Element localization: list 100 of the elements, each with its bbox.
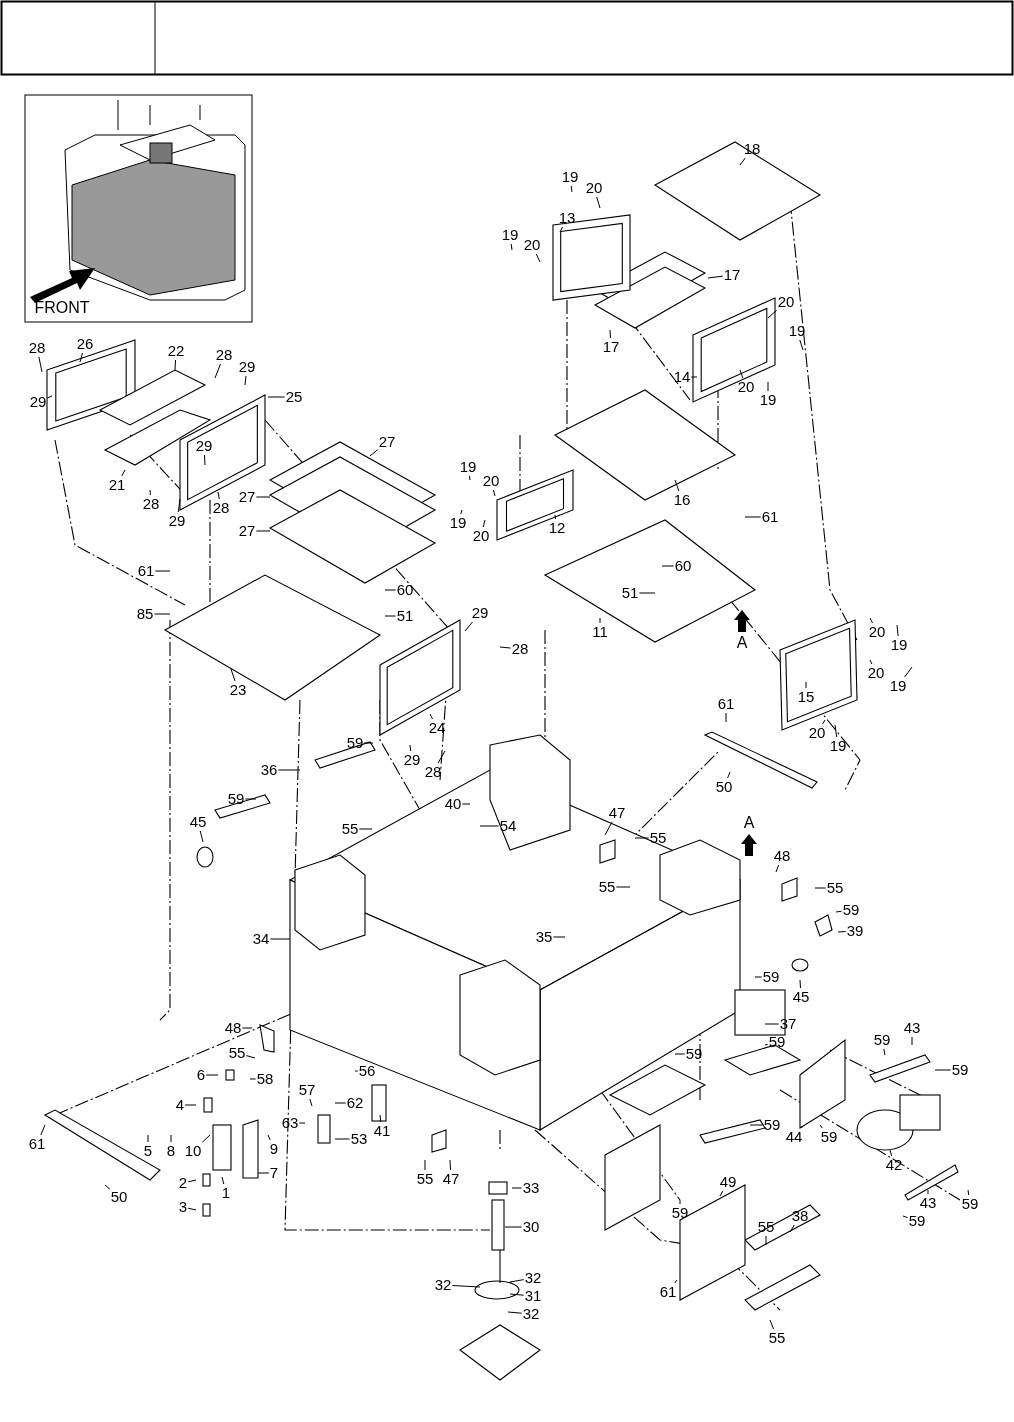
callout-number: 62 bbox=[346, 1095, 364, 1111]
leader-line bbox=[883, 1048, 886, 1056]
leader-line bbox=[499, 646, 512, 649]
leader-line bbox=[834, 724, 838, 738]
leader-line bbox=[334, 1138, 351, 1140]
leader-line bbox=[149, 489, 151, 496]
callout-number: 28 bbox=[142, 496, 160, 512]
leader-line bbox=[764, 1043, 769, 1046]
callout-number: 38 bbox=[791, 1208, 809, 1224]
leader-line bbox=[869, 659, 873, 665]
leader-line bbox=[154, 570, 171, 572]
callout-number: 55 bbox=[826, 880, 844, 896]
leader-line bbox=[449, 1159, 452, 1171]
leader-line bbox=[674, 479, 680, 492]
callout-number: 59 bbox=[346, 735, 364, 751]
callout-number: 18 bbox=[743, 141, 761, 157]
callout-number: 17 bbox=[723, 267, 741, 283]
leader-line bbox=[767, 381, 769, 392]
callout-number: 61 bbox=[717, 696, 735, 712]
leader-line bbox=[257, 1172, 270, 1174]
leader-line bbox=[749, 1124, 764, 1126]
callout-number: 29 bbox=[168, 513, 186, 529]
leader-line bbox=[384, 589, 397, 591]
callout-number: 32 bbox=[524, 1270, 542, 1286]
callout-number: 61 bbox=[28, 1136, 46, 1152]
callout-number: 32 bbox=[522, 1306, 540, 1322]
callout-number: 19 bbox=[501, 227, 519, 243]
leader-line bbox=[184, 1104, 197, 1106]
leader-line bbox=[507, 1311, 523, 1314]
leader-line bbox=[674, 1279, 678, 1284]
callout-number: 23 bbox=[229, 682, 247, 698]
callout-number: 60 bbox=[674, 558, 692, 574]
callout-number: 61 bbox=[659, 1284, 677, 1300]
leader-line bbox=[437, 750, 446, 764]
leader-line bbox=[596, 196, 601, 209]
callout-number: 20 bbox=[585, 180, 603, 196]
callout-number: 28 bbox=[28, 340, 46, 356]
callout-number: 29 bbox=[238, 359, 256, 375]
callout-number: 59 bbox=[227, 791, 245, 807]
leader-line bbox=[775, 864, 780, 873]
leader-line bbox=[725, 712, 727, 723]
callout-number: 29 bbox=[471, 605, 489, 621]
leader-line bbox=[217, 491, 220, 500]
leader-line bbox=[896, 624, 899, 637]
callout-number: 19 bbox=[449, 515, 467, 531]
callout-number: 55 bbox=[228, 1045, 246, 1061]
leader-line bbox=[354, 1070, 359, 1072]
leader-line bbox=[805, 681, 807, 689]
leader-line bbox=[363, 742, 374, 744]
callout-number: 51 bbox=[621, 585, 639, 601]
callout-number: 40 bbox=[444, 796, 462, 812]
leader-line bbox=[967, 1189, 970, 1196]
leader-line bbox=[244, 798, 257, 800]
leader-line bbox=[814, 887, 827, 889]
callout-number: 44 bbox=[785, 1129, 803, 1145]
leader-line bbox=[451, 1285, 481, 1288]
leader-line bbox=[911, 1036, 913, 1046]
callout-number: 19 bbox=[788, 323, 806, 339]
leader-line bbox=[255, 530, 271, 532]
leader-line bbox=[799, 979, 801, 989]
leader-line bbox=[509, 1293, 525, 1296]
leader-line bbox=[38, 356, 43, 373]
leader-line bbox=[201, 1134, 211, 1143]
callout-number: 41 bbox=[373, 1123, 391, 1139]
callout-number: 31 bbox=[524, 1288, 542, 1304]
callout-number: 10 bbox=[184, 1143, 202, 1159]
leader-line bbox=[744, 516, 762, 518]
leader-line bbox=[552, 936, 566, 938]
callout-number: 56 bbox=[358, 1063, 376, 1079]
leader-line bbox=[221, 1176, 225, 1185]
leader-line bbox=[46, 395, 53, 399]
leader-line bbox=[199, 830, 204, 843]
leader-line bbox=[468, 475, 471, 481]
callout-number: 20 bbox=[868, 624, 886, 640]
leader-line bbox=[754, 976, 763, 978]
leader-line bbox=[767, 309, 778, 319]
leader-line bbox=[40, 1124, 46, 1136]
callout-number: 14 bbox=[673, 369, 691, 385]
leader-line bbox=[482, 519, 486, 528]
callout-number: 4 bbox=[175, 1097, 185, 1113]
callout-number: 26 bbox=[76, 336, 94, 352]
leader-line bbox=[570, 185, 573, 193]
callout-number: 28 bbox=[424, 764, 442, 780]
leader-line bbox=[492, 489, 496, 497]
leader-line bbox=[904, 666, 913, 678]
callout-number: 19 bbox=[890, 637, 908, 653]
leader-line bbox=[230, 668, 236, 682]
callout-number: 29 bbox=[29, 394, 47, 410]
view-label: A bbox=[743, 813, 755, 831]
leader-line bbox=[464, 621, 473, 632]
callout-number: 61 bbox=[137, 563, 155, 579]
leader-line bbox=[203, 454, 206, 466]
callout-number: 29 bbox=[195, 438, 213, 454]
leader-line bbox=[479, 825, 500, 827]
leader-line bbox=[358, 828, 373, 830]
callout-number: 20 bbox=[737, 379, 755, 395]
leader-line bbox=[819, 1124, 823, 1129]
leader-line bbox=[902, 1215, 909, 1219]
callout-number: 9 bbox=[269, 1141, 279, 1157]
leader-line bbox=[837, 931, 847, 933]
